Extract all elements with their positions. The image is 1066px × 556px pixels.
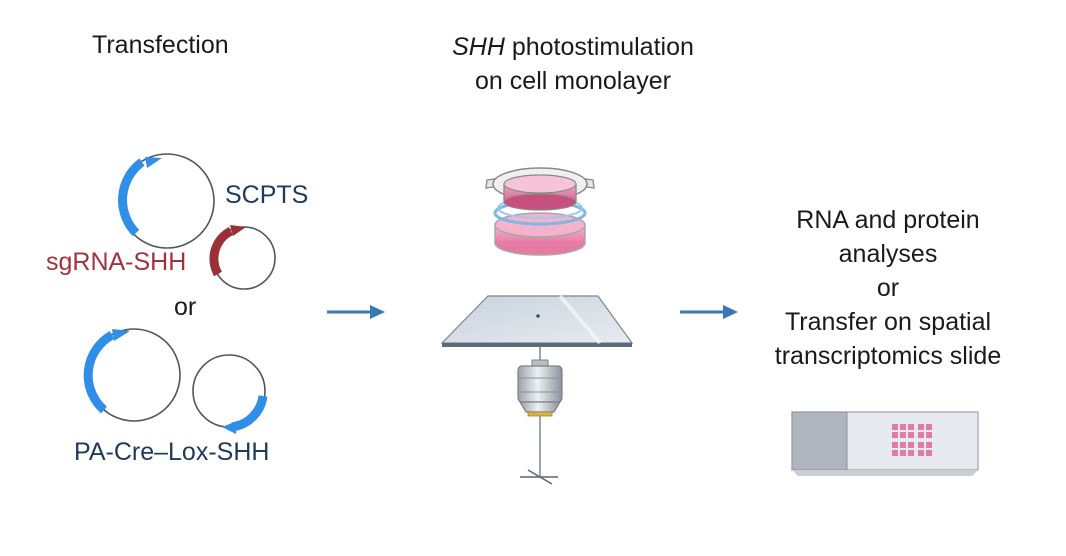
photostimulation-title-line2: on cell monolayer — [475, 67, 671, 95]
photostimulation-title-line1: SHH photostimulation — [398, 30, 748, 64]
sgrna-shh-label: sgRNA-SHH — [46, 248, 187, 276]
culture-dish-icon — [485, 167, 595, 256]
pa-cre-lox-shh-label: PA-Cre–Lox-SHH — [74, 438, 270, 466]
analysis-options-text: RNA and protein analyses or Transfer on … — [748, 203, 1028, 373]
photostimulation-title: SHH photostimulation on cell monolayer — [398, 30, 748, 98]
analysis-line2: analyses — [838, 240, 938, 268]
capture-area-grid — [892, 424, 932, 456]
spatial-transcriptomics-slide-icon — [791, 411, 979, 476]
arrow-right-icon — [680, 305, 738, 319]
analysis-line4: Transfer on spatial — [784, 308, 992, 336]
scpts-plasmid-icon — [118, 153, 215, 249]
glass-stage-icon — [440, 294, 634, 347]
sgrna-plasmid-icon — [209, 225, 276, 290]
transfection-title: Transfection — [92, 31, 229, 59]
microscope-objective-icon — [517, 347, 563, 485]
arrow-right-icon — [327, 305, 385, 319]
scpts-label: SCPTS — [225, 181, 309, 209]
analysis-line3: or — [876, 274, 900, 302]
analysis-line5: transcriptomics slide — [774, 342, 1002, 370]
shh-gene-italic: SHH — [452, 33, 505, 61]
photostimulation-word: photostimulation — [504, 33, 694, 61]
lox-shh-plasmid-icon — [192, 354, 268, 434]
or-separator-left: or — [174, 293, 197, 321]
analysis-line1: RNA and protein — [796, 206, 980, 234]
pa-cre-plasmid-icon — [83, 328, 181, 422]
